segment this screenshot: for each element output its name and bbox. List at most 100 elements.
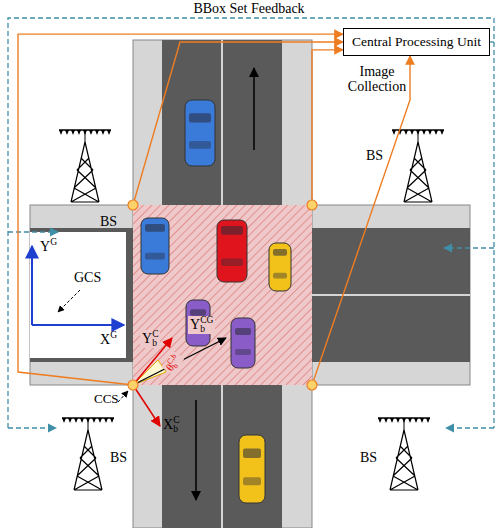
axis-label: YG: [40, 238, 57, 256]
antenna-element: [101, 130, 105, 135]
feedback-line: [8, 231, 58, 232]
box-label: Central Processing Unit: [352, 34, 481, 50]
antenna-element: [95, 130, 99, 135]
station-label: BS: [100, 214, 117, 229]
vehicle-window: [243, 477, 261, 485]
vehicle-window: [221, 258, 243, 265]
vehicle: [231, 318, 255, 368]
vehicle-window: [235, 328, 251, 335]
antenna-element: [71, 130, 75, 135]
antenna-element: [378, 418, 382, 423]
lattice-mast: [404, 142, 432, 202]
feedback-line: [444, 247, 494, 248]
station-label: BS: [360, 450, 377, 465]
camera-dot: [307, 380, 317, 390]
gcs-ground: [30, 232, 126, 358]
leader-line: [58, 290, 80, 312]
base-station-tower: [392, 130, 444, 202]
vehicle-window: [145, 253, 165, 260]
axis-arrow: [31, 246, 33, 325]
antenna-element: [384, 418, 388, 423]
image-collection-line: [312, 56, 410, 385]
lattice-mast: [390, 430, 418, 490]
feedback-line: [8, 18, 494, 428]
antenna-element: [392, 130, 396, 135]
axis-arrow: [133, 385, 160, 426]
lattice-mast: [71, 142, 99, 202]
antenna-element: [414, 418, 418, 423]
image-collection-line: [18, 34, 343, 385]
feedback-line: [8, 427, 56, 428]
station-label: BS: [110, 450, 127, 465]
vehicle-body: [231, 318, 255, 368]
antenna-element: [434, 130, 438, 135]
lattice-mast: [74, 430, 102, 490]
antenna-element: [440, 130, 444, 135]
axis-label: XCb: [163, 416, 179, 434]
antenna-element: [104, 418, 108, 423]
vehicle-window: [221, 226, 243, 235]
vehicle-body: [217, 220, 247, 282]
axis-label: YCGb: [188, 316, 215, 334]
feedback-line: [490, 41, 494, 42]
antenna-element: [408, 418, 412, 423]
frame-label: GCS: [74, 270, 101, 285]
antenna-element: [92, 418, 96, 423]
antenna-element: [80, 418, 84, 423]
vehicle-window: [273, 273, 287, 279]
direction-arrow: [195, 400, 197, 500]
antenna-element: [68, 418, 72, 423]
intersection-area: [133, 205, 312, 385]
camera-dot: [128, 200, 138, 210]
antenna-element: [396, 418, 400, 423]
vehicle: [269, 243, 291, 291]
vehicle-window: [189, 141, 211, 149]
axis-label: YCb: [140, 330, 160, 348]
vehicle-window: [243, 449, 261, 459]
vehicle-body: [141, 218, 169, 274]
antenna-element: [65, 130, 69, 135]
camera-dot: [307, 200, 317, 210]
antenna-element: [110, 418, 114, 423]
antenna-element: [59, 130, 63, 135]
lane-line: [221, 40, 223, 205]
annotation: Image Collection: [345, 64, 409, 95]
antenna-element: [77, 130, 81, 135]
antenna-element: [410, 130, 414, 135]
vehicle-body: [269, 243, 291, 291]
antenna-element: [89, 130, 93, 135]
vehicle-window: [189, 113, 211, 122]
vehicle-window: [273, 249, 287, 256]
vehicle-body: [185, 100, 215, 166]
vehicle-window: [235, 349, 251, 355]
base-station-tower: [59, 130, 111, 202]
base-station-tower: [62, 418, 114, 490]
vehicle: [239, 435, 265, 503]
vehicle: [185, 100, 215, 166]
vehicle-body: [239, 435, 265, 503]
leader-line: [118, 391, 128, 402]
image-collection-line: [312, 50, 343, 205]
mast: [404, 418, 405, 430]
road-sidewalk: [30, 205, 470, 385]
camera-fov: [133, 360, 166, 385]
process-box: Central Processing Unit: [343, 28, 490, 56]
vehicle: [141, 218, 169, 274]
antenna-element: [62, 418, 66, 423]
feedback-line: [446, 427, 494, 428]
antenna-element: [422, 130, 426, 135]
vehicle-window: [145, 224, 165, 232]
camera-dot: [128, 380, 138, 390]
antenna-element: [420, 418, 424, 423]
direction-arrow: [253, 68, 255, 150]
antenna-element: [98, 418, 102, 423]
axis-arrow: [32, 324, 124, 326]
antenna-element: [107, 130, 111, 135]
antenna-element: [390, 418, 394, 423]
antenna-element: [74, 418, 78, 423]
lane-line: [312, 294, 470, 296]
antenna-element: [428, 130, 432, 135]
vehicle-window: [190, 309, 206, 315]
